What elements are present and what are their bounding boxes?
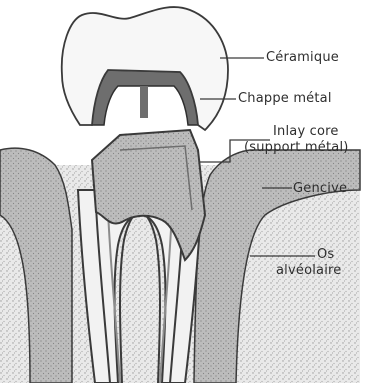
- label-alveolaire: alvéolaire: [276, 264, 341, 278]
- label-support-metal: (support métal): [244, 141, 349, 155]
- label-inlay-core: Inlay core: [273, 125, 339, 139]
- label-ceramique: Céramique: [266, 51, 339, 65]
- label-gencive: Gencive: [293, 182, 347, 196]
- label-os: Os: [317, 248, 334, 262]
- label-chappe-metal: Chappe métal: [238, 92, 332, 106]
